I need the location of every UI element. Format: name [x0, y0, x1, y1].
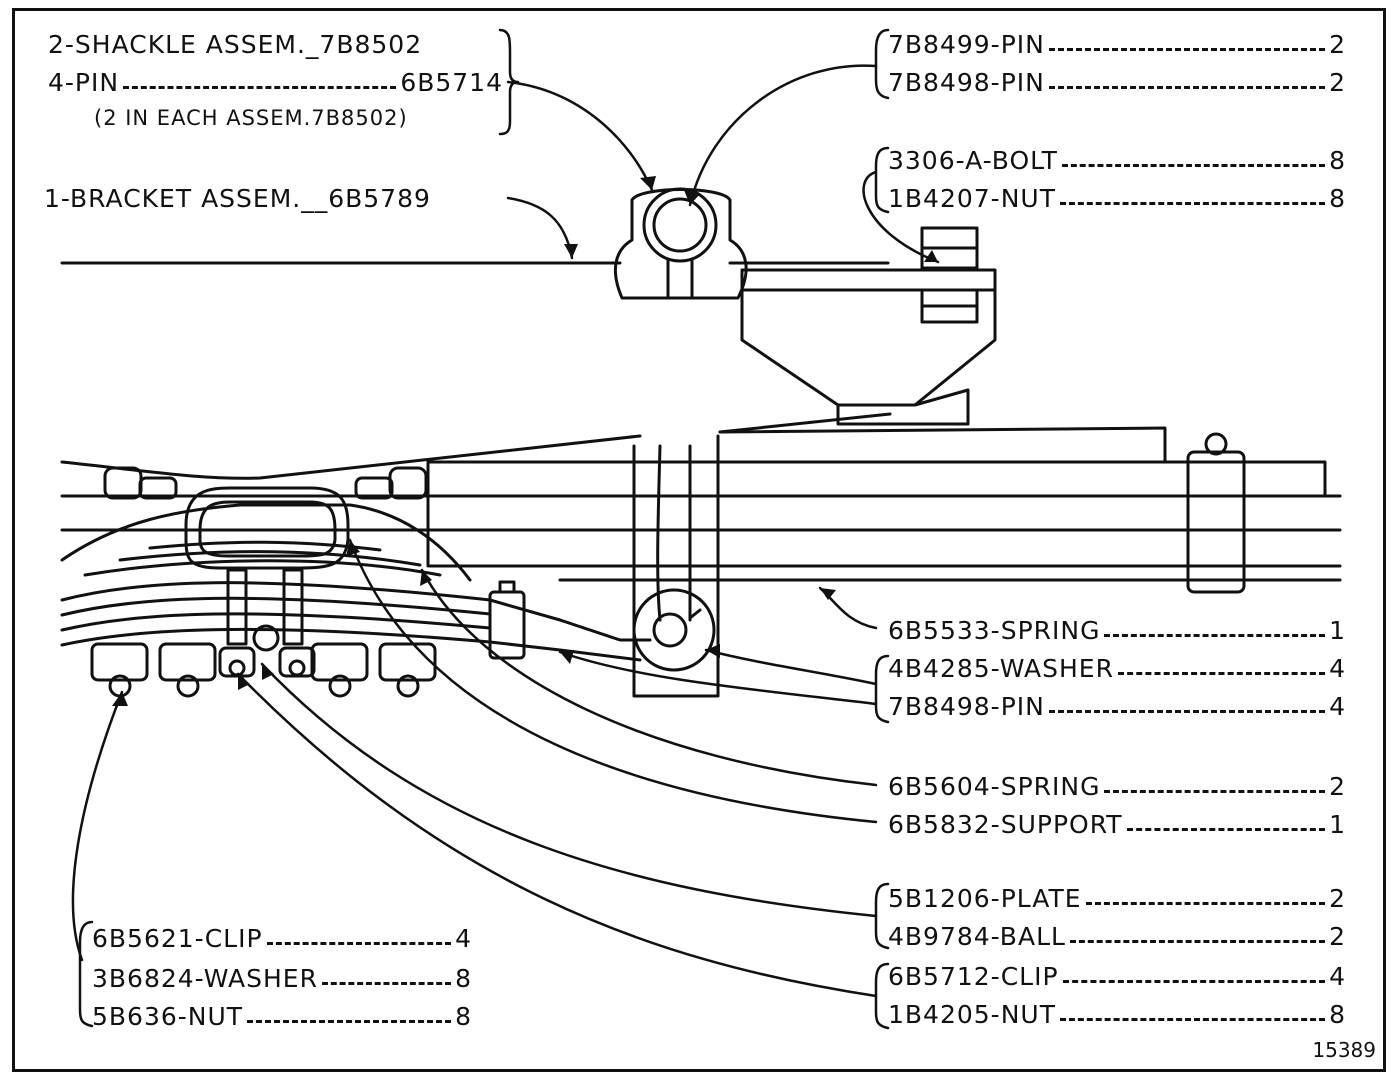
part-label: 1B4205-NUT	[888, 1000, 1056, 1029]
callout-pin-label: 4-PIN	[48, 68, 120, 97]
part-qty: 2	[1329, 68, 1346, 97]
part-qty: 4	[1329, 962, 1346, 991]
part-qty: 2	[1329, 922, 1346, 951]
leader-lines	[71, 64, 940, 998]
leader-dashes	[1126, 828, 1326, 831]
part-qty: 2	[1329, 884, 1346, 913]
part-label: 4B9784-BALL	[888, 922, 1066, 951]
leader-dashes	[1059, 202, 1326, 205]
callout-row: 1B4207-NUT 8	[888, 186, 1346, 211]
shackle-assembly	[613, 187, 748, 300]
part-label: 6B5604-SPRING	[888, 772, 1101, 801]
part-label: 6B5832-SUPPORT	[888, 810, 1123, 839]
callout-row: 6B5621-CLIP 4	[92, 926, 472, 951]
part-qty: 4	[1329, 654, 1346, 683]
callout-row: 4B4285-WASHER 4	[888, 656, 1346, 681]
callout-braces	[78, 28, 890, 1030]
part-qty: 8	[455, 1002, 472, 1031]
bracket-block	[740, 226, 997, 426]
part-label: 6B5621-CLIP	[92, 924, 263, 953]
main-spring	[60, 426, 1342, 594]
figure-number: 15389	[1312, 1038, 1376, 1062]
part-qty: 1	[1329, 810, 1346, 839]
part-label: 5B636-NUT	[92, 1002, 244, 1031]
part-label: 7B8499-PIN	[888, 30, 1045, 59]
part-qty: 8	[1329, 184, 1346, 213]
bracket-assembly	[60, 261, 892, 480]
callout-row: 6B5832-SUPPORT 1	[888, 812, 1346, 837]
part-qty: 2	[1329, 772, 1346, 801]
part-label: 1B4207-NUT	[888, 184, 1056, 213]
arrow-heads	[112, 176, 938, 706]
part-qty: 4	[455, 924, 472, 953]
part-label: 6B5712-CLIP	[888, 962, 1059, 991]
part-qty: 8	[1329, 146, 1346, 175]
callout-row: 3306-A-BOLT 8	[888, 148, 1346, 173]
callout-row: 3B6824-WASHER 8	[92, 966, 472, 991]
callout-row: 7B8498-PIN 2	[888, 70, 1346, 95]
part-label: 7B8498-PIN	[888, 68, 1045, 97]
part-qty: 8	[1329, 1000, 1346, 1029]
part-label: 6B5533-SPRING	[888, 616, 1101, 645]
leader-dashes	[123, 86, 397, 89]
leader-dashes	[1061, 164, 1326, 167]
leader-dashes	[1059, 1018, 1326, 1021]
part-label: 7B8498-PIN	[888, 692, 1045, 721]
leader-dashes	[1048, 86, 1326, 89]
part-qty: 4	[1329, 692, 1346, 721]
leader-dashes	[1085, 902, 1326, 905]
callout-row: 7B8498-PIN 4	[888, 694, 1346, 719]
leader-dashes	[266, 942, 452, 945]
leader-dashes	[1062, 980, 1326, 983]
callout-row: 6B5712-CLIP 4	[888, 964, 1346, 989]
callout-row: 5B1206-PLATE 2	[888, 886, 1346, 911]
part-label: 3B6824-WASHER	[92, 964, 318, 993]
callout-bracket-assembly: 1-BRACKET ASSEM.__6B5789	[44, 184, 431, 213]
part-label: 5B1206-PLATE	[888, 884, 1082, 913]
callout-shackle-note: (2 IN EACH ASSEM.7B8502)	[94, 106, 408, 130]
leader-dashes	[1048, 710, 1326, 713]
leader-dashes	[1104, 634, 1326, 637]
leader-dashes	[1048, 48, 1326, 51]
callout-row: 4B9784-BALL 2	[888, 924, 1346, 949]
callout-pin-part: 6B5714	[400, 68, 503, 97]
part-qty: 1	[1329, 616, 1346, 645]
part-qty: 2	[1329, 30, 1346, 59]
callout-row: 7B8499-PIN 2	[888, 32, 1346, 57]
callout-row: 5B636-NUT 8	[92, 1004, 472, 1029]
leader-dashes	[247, 1020, 452, 1023]
callout-row: 6B5533-SPRING 1	[888, 618, 1346, 643]
leader-dashes	[1069, 940, 1326, 943]
diagram-frame	[12, 8, 1386, 1072]
leader-dashes	[1117, 672, 1326, 675]
leader-dashes	[321, 982, 452, 985]
part-qty: 8	[455, 964, 472, 993]
leader-dashes	[1104, 790, 1326, 793]
part-label: 4B4285-WASHER	[888, 654, 1114, 683]
callout-row: 6B5604-SPRING 2	[888, 774, 1346, 799]
callout-pin-row: 4-PIN 6B5714	[48, 70, 503, 95]
clip-bolts-nuts	[90, 568, 437, 698]
callout-shackle-assembly: 2-SHACKLE ASSEM._7B8502	[48, 30, 423, 59]
part-label: 3306-A-BOLT	[888, 146, 1058, 175]
callout-row: 1B4205-NUT 8	[888, 1002, 1346, 1027]
